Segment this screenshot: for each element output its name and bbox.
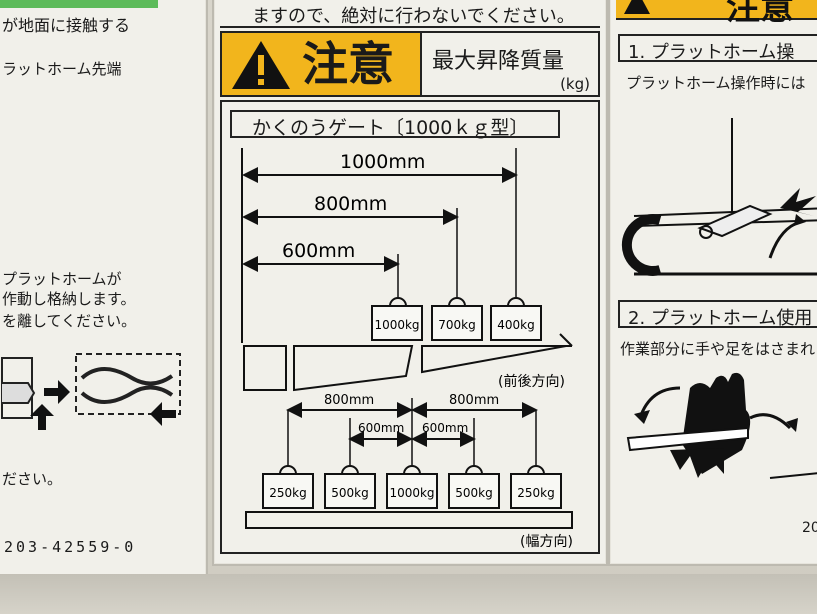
wall-bottom [0,574,817,614]
left-top-text: が地面に接触する [2,16,131,35]
right-caution-banner: 注意 [616,0,817,28]
width-dim-right-600: 600mm [422,421,468,435]
width-weight-1000kg: 1000kg [386,465,438,509]
dim-600mm: 600mm [282,240,355,262]
width-label: (幅方向) [520,534,573,550]
section1-text: プラットホーム操作時には [626,74,806,92]
load-diagram: 1000mm 800mm 600mm 1000kg 700kg 400kg [241,148,573,550]
left-bottom-text: ださい。 [2,470,63,488]
hand-crush-illustration [626,372,817,479]
section2-text: 作業部分に手や足をはさまれ [620,340,816,358]
platform-segment-1 [293,345,414,392]
center-label-panel: ますので、絶対に行わないでください。 注意 最大昇降質量 (kg) かくのうゲー… [212,0,608,566]
dim-1000mm: 1000mm [340,151,425,173]
section1-title: 1. プラットホーム操 [628,42,795,63]
green-strip [0,0,158,8]
left-mid1: プラットホームが [2,270,122,288]
section2-box: 2. プラットホーム使用 [618,300,817,329]
platform-segment-2 [421,345,572,374]
left-mid2: 作動し格納します。 [2,290,136,308]
gate-title: かくのうゲート〔1000ｋｇ型〕 [252,117,529,139]
weight-700kg: 700kg [431,297,483,341]
svg-text:400kg: 400kg [497,318,534,332]
divider [220,26,600,28]
gate-box [243,345,287,391]
width-weight-500kg-right: 500kg [448,465,500,509]
diagram-frame [220,100,600,554]
svg-text:700kg: 700kg [438,318,475,332]
width-dim-left-800: 800mm [324,393,374,408]
svg-text:250kg: 250kg [517,486,554,500]
part-number: 203-42559-0 [4,538,137,556]
section1-box: 1. プラットホーム操 [618,34,817,63]
svg-text:1000kg: 1000kg [389,486,434,500]
width-weight-500kg-left: 500kg [324,465,376,509]
width-weight-250kg-right: 250kg [510,465,562,509]
dim-800mm: 800mm [314,193,387,215]
caution-banner: 注意 [220,31,422,97]
warning-triangle-icon [232,41,290,89]
front-back-label: (前後方向) [498,373,565,390]
unit-kg: (kg) [560,75,590,93]
right-label-panel: 注意 1. プラットホーム操 プラットホーム操作時には 2. プラットホーム使用… [608,0,817,566]
left-mechanism-illustration [1,353,181,430]
svg-text:500kg: 500kg [455,486,492,500]
left-line2: ラットホーム先端 [2,60,122,78]
center-top-text: ますので、絶対に行わないでください。 [252,6,575,27]
svg-text:1000kg: 1000kg [374,318,419,332]
width-dim-left-600: 600mm [358,421,404,435]
right-corner-text: 20 [802,520,817,536]
section2-title: 2. プラットホーム使用 [628,308,813,329]
platform-lift-illustration [621,118,817,276]
warning-triangle-icon-right [624,0,650,14]
weight-1000kg: 1000kg [371,297,423,341]
left-mid3: を離してください。 [2,312,137,330]
right-caution-title: 注意 [726,0,794,28]
weight-400kg: 400kg [490,297,542,341]
max-load-title: 最大昇降質量 [432,49,565,74]
platform-width-bar [245,511,573,529]
svg-text:250kg: 250kg [269,486,306,500]
left-label-panel: が地面に接触する ラットホーム先端 プラットホームが 作動し格納します。 を離し… [0,0,208,578]
width-weight-250kg-left: 250kg [262,465,314,509]
max-load-box: 最大昇降質量 (kg) [422,31,600,97]
width-dim-right-800: 800mm [449,393,499,408]
svg-text:500kg: 500kg [331,486,368,500]
caution-title: 注意 [302,37,394,91]
gate-title-box: かくのうゲート〔1000ｋｇ型〕 [230,110,560,139]
